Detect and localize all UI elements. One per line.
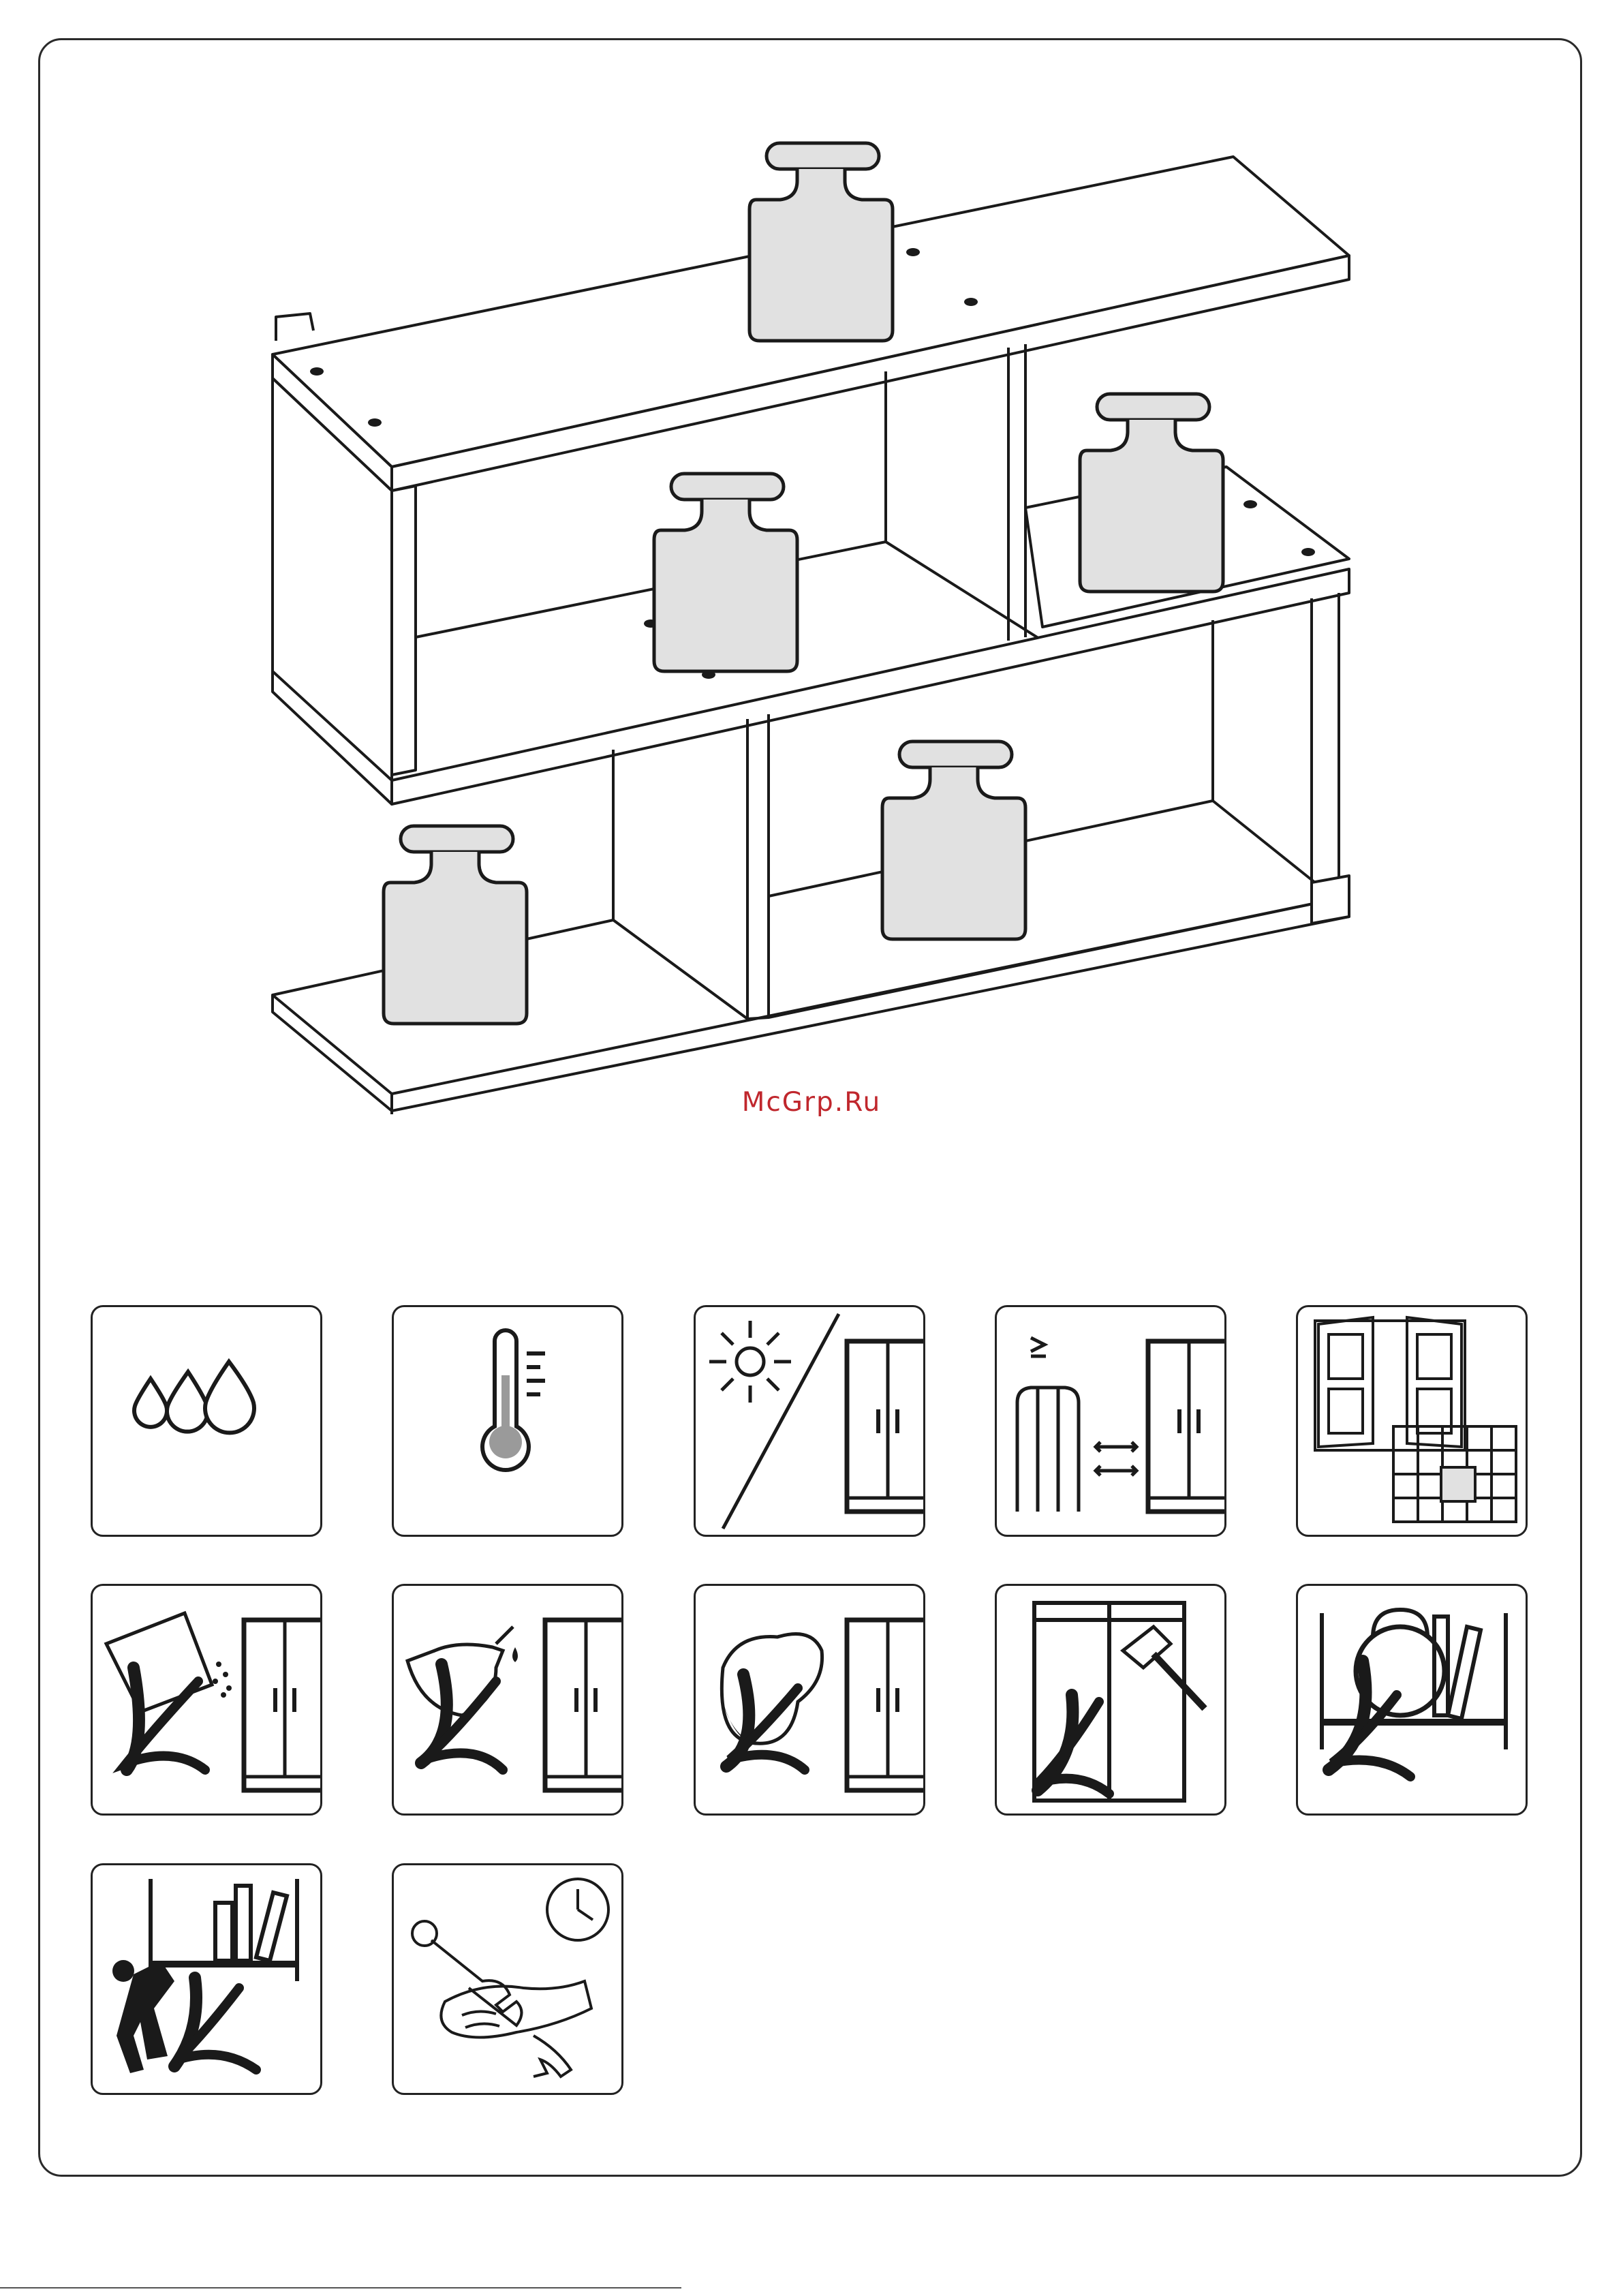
weight-5 (384, 826, 527, 1024)
no-solvent-icon (392, 1584, 623, 1816)
no-spray-cleaner-icon (91, 1584, 322, 1816)
watermark-text: McGrp.Ru (0, 1087, 1623, 1118)
no-abrasive-sponge-icon (694, 1584, 925, 1816)
keep-distance-from-heat-icon (995, 1305, 1226, 1537)
weight-4 (882, 741, 1025, 939)
no-heavy-load-icon (1296, 1584, 1528, 1816)
no-hammering-glass-icon (995, 1584, 1226, 1816)
weight-2 (654, 474, 797, 671)
bottom-rule (0, 2287, 681, 2289)
ventilate-room-icon (1296, 1305, 1528, 1537)
weight-3 (1080, 394, 1223, 592)
shelf-illustration (259, 133, 1376, 1135)
weight-1 (749, 143, 893, 341)
humidity-icon (91, 1305, 322, 1537)
temperature-icon (392, 1305, 623, 1537)
no-direct-sunlight-icon (694, 1305, 925, 1537)
no-climbing-icon (91, 1863, 322, 2095)
check-screws-periodically-icon (392, 1863, 623, 2095)
